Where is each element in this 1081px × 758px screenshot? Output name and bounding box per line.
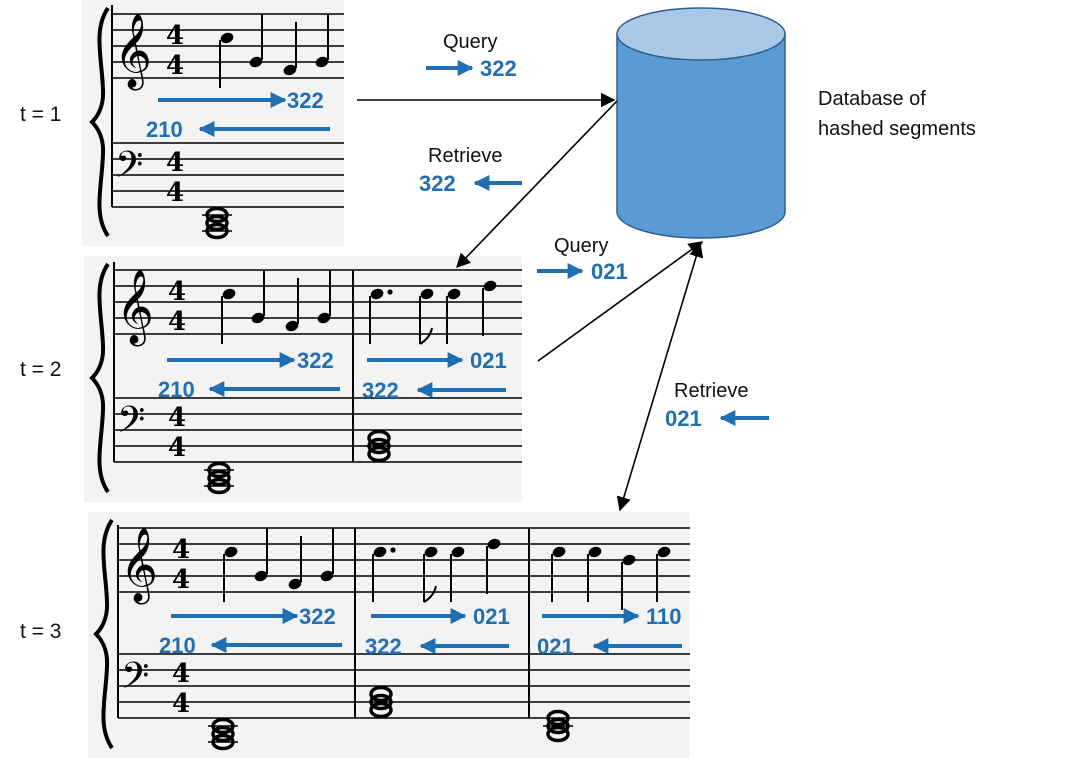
timestep-3: t = 3 𝄞 𝄢 4 4 4 4	[20, 512, 690, 758]
bass-clef-icon: 𝄢	[121, 655, 149, 706]
database-cylinder-icon	[616, 7, 786, 239]
hash-code: 021	[470, 348, 507, 373]
exchange-kind: Retrieve	[674, 380, 748, 402]
grand-staff: 𝄞 𝄢 4 4 4 4	[89, 5, 344, 240]
bass-clef-icon: 𝄢	[115, 144, 143, 195]
hash-code: 322	[299, 604, 336, 629]
exchange-kind: Retrieve	[428, 145, 502, 167]
bass-chord	[202, 206, 232, 240]
exchange-kind: Query	[443, 31, 497, 53]
hash-forward: 322	[167, 348, 334, 373]
bass-staff	[112, 142, 344, 208]
melody-notes	[219, 14, 329, 88]
time-sig-top: 4	[168, 277, 186, 307]
melody-notes	[551, 546, 671, 610]
timestep-label: t = 2	[20, 358, 61, 381]
treble-staff	[112, 13, 344, 79]
hash-backward: 322	[365, 634, 509, 659]
hash-forward: 322	[158, 88, 324, 113]
time-sig-bottom: 4	[166, 178, 184, 208]
treble-clef-icon: 𝄞	[120, 528, 158, 605]
bass-chord	[367, 429, 391, 463]
melody-notes	[221, 270, 331, 344]
timestep-label: t = 1	[20, 103, 61, 126]
database-label: Database of	[818, 88, 926, 110]
treble-clef-icon: 𝄞	[116, 270, 154, 347]
hash-code: 110	[646, 604, 682, 629]
grand-staff: 𝄞 𝄢 4 4 4 4	[89, 262, 522, 495]
hash-code: 322	[362, 378, 399, 403]
grand-staff: 𝄞 𝄢 4 4 4 4	[93, 518, 690, 751]
hash-code: 322	[365, 634, 402, 659]
bass-chord	[543, 709, 573, 743]
timestep-label: t = 3	[20, 620, 61, 643]
melody-notes	[223, 528, 334, 602]
bass-staff	[118, 653, 690, 719]
exchange-code: 322	[419, 171, 456, 196]
time-sig-top: 4	[166, 21, 184, 51]
time-sig-top: 4	[168, 403, 186, 433]
time-sig-bottom: 4	[168, 433, 186, 463]
hash-backward: 210	[159, 633, 342, 658]
treble-staff	[118, 527, 690, 593]
hash-backward: 322	[362, 378, 506, 403]
bass-clef-icon: 𝄢	[117, 399, 145, 450]
retrieve-label: Retrieve 322	[419, 145, 522, 196]
hash-code: 322	[287, 88, 324, 113]
retrieve-connector	[456, 100, 618, 269]
hash-forward: 322	[171, 604, 336, 629]
time-sig-top: 4	[166, 148, 184, 178]
hash-backward: 210	[146, 117, 330, 142]
time-sig-bottom: 4	[172, 689, 190, 719]
hash-backward: 021	[537, 634, 682, 659]
melody-notes	[372, 538, 501, 603]
hash-forward: 021	[367, 348, 507, 373]
brace	[93, 518, 114, 750]
time-sig-top: 4	[172, 535, 190, 565]
timestep-1: t = 1 𝄞 𝄢 4 4 4 4	[20, 0, 344, 246]
brace	[89, 262, 110, 494]
hash-code: 210	[146, 117, 183, 142]
time-sig-bottom: 4	[166, 51, 184, 81]
treble-staff	[114, 269, 522, 335]
bass-chord	[369, 685, 393, 719]
retrieve-label: Retrieve 021	[665, 380, 769, 431]
time-sig-bottom: 4	[172, 565, 190, 595]
database-label: hashed segments	[818, 118, 976, 140]
timestep-2: t = 2 𝄞 𝄢 4 4 4 4	[20, 256, 522, 502]
hash-code: 021	[473, 604, 510, 629]
exchange-code: 322	[480, 56, 517, 81]
hash-code: 322	[297, 348, 334, 373]
bass-chord	[204, 461, 234, 495]
hash-code: 021	[537, 634, 574, 659]
time-sig-top: 4	[172, 659, 190, 689]
retrieve-connector	[616, 242, 704, 512]
flow-arrows	[357, 92, 704, 512]
exchange-code: 021	[591, 259, 628, 284]
exchange-code: 021	[665, 406, 702, 431]
exchange-kind: Query	[554, 235, 608, 257]
query-label: Query 021	[537, 235, 628, 284]
treble-clef-icon: 𝄞	[114, 14, 152, 91]
hash-forward: 021	[371, 604, 510, 629]
bass-staff	[114, 397, 522, 463]
hash-backward: 210	[158, 377, 340, 402]
query-label: Query 322	[426, 31, 517, 81]
hash-code: 210	[159, 633, 196, 658]
bass-chord	[208, 717, 238, 751]
melody-notes	[369, 280, 497, 345]
brace	[89, 6, 110, 238]
time-sig-bottom: 4	[168, 307, 186, 337]
hash-forward: 110	[542, 604, 682, 629]
hash-code: 210	[158, 377, 195, 402]
